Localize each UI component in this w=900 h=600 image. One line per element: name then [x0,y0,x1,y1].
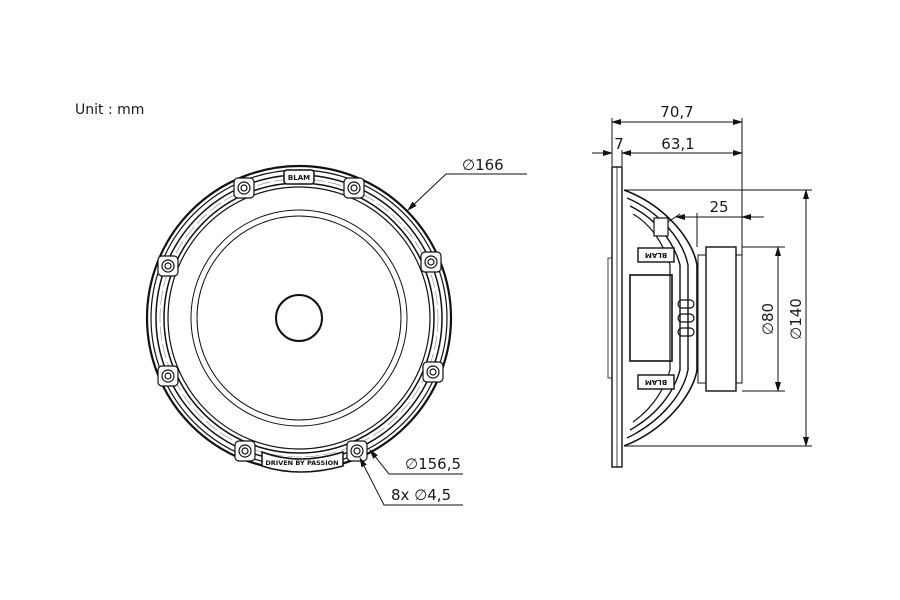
side-brand-top: BLAM [645,251,667,259]
brand-logo-bottom: DRIVEN BY PASSION [265,459,338,467]
dim-mounting-depth: 63,1 [661,135,694,153]
brand-logo-top: BLAM [288,174,310,182]
dim-magnet-depth: 25 [709,198,728,216]
dim-flange-thickness: 7 [614,135,624,153]
front-view [145,164,453,473]
side-view [607,166,743,468]
dim-overall-depth: 70,7 [660,103,693,121]
brand-plate-bottom [261,450,344,473]
dim-magnet-diameter: ∅80 [759,303,777,335]
side-brand-bottom: BLAM [645,378,667,386]
dim-outer-diameter: ∅166 [462,156,504,174]
mounting-holes [157,177,444,462]
dim-mounting-holes: 8x ∅4,5 [391,486,451,504]
dim-mounting-circle: ∅156,5 [405,455,461,473]
dim-basket-diameter: ∅140 [787,298,805,340]
unit-label: Unit : mm [75,102,144,118]
brand-plate-top [283,169,315,185]
